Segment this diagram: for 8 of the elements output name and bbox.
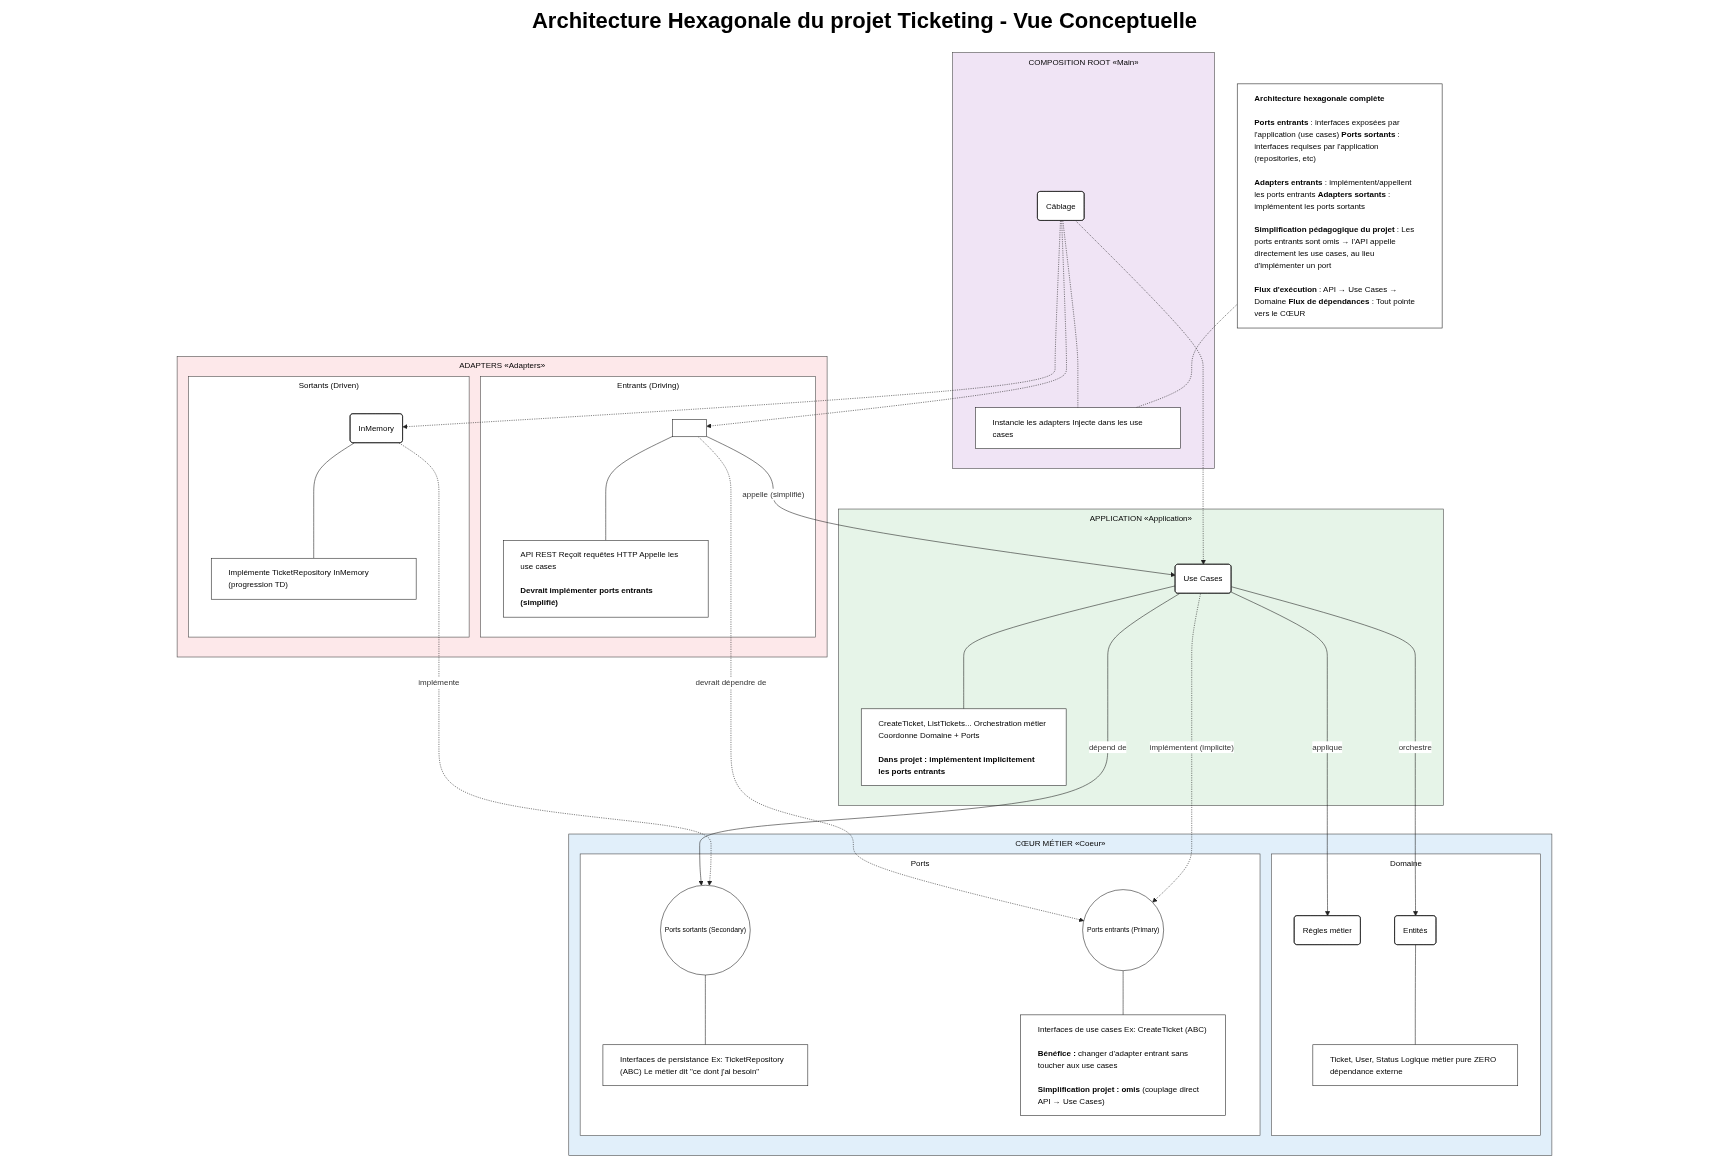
connector [605,436,673,541]
connector [1062,220,1079,408]
connector [963,585,1176,710]
node-box [672,419,707,438]
diagram-title: Architecture Hexagonale du projet Ticketing - Vue Conceptuelle [531,8,1198,34]
connector [313,442,355,559]
connector [705,974,706,1046]
connector [1415,944,1416,1046]
